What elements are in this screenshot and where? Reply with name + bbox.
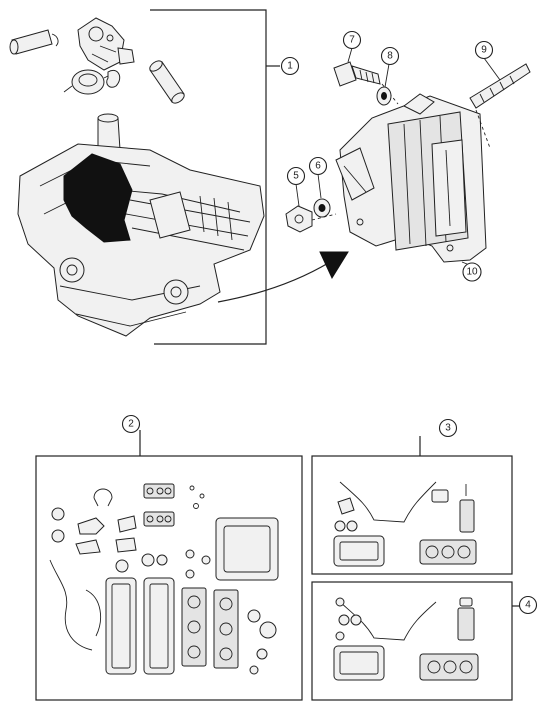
callout-9: 9 <box>474 40 501 81</box>
gasket-set-full <box>35 430 303 701</box>
engine-block <box>17 113 265 337</box>
callout-4: 4 <box>518 595 538 615</box>
callout-8: 8 <box>380 46 400 88</box>
vacuum-unit <box>63 69 121 95</box>
callout-3: 3 <box>438 418 458 438</box>
washer-small <box>376 86 392 106</box>
svg-text:7: 7 <box>349 35 355 46</box>
svg-text:4: 4 <box>525 600 531 611</box>
svg-text:8: 8 <box>387 51 393 62</box>
svg-text:5: 5 <box>293 171 299 182</box>
thermostat-housing <box>77 17 135 71</box>
gasket-set-bottom <box>311 581 522 701</box>
small-hose <box>149 60 185 104</box>
svg-text:6: 6 <box>315 161 321 172</box>
gasket-set-top <box>311 436 513 575</box>
callout-1: 1 <box>280 56 300 76</box>
callout-7: 7 <box>342 30 362 63</box>
svg-text:9: 9 <box>481 45 487 56</box>
engine-assembly <box>9 17 265 337</box>
callout-10: 10 <box>461 261 482 282</box>
detail-arrow <box>217 251 349 303</box>
coolant-hose <box>9 29 59 55</box>
svg-text:1: 1 <box>287 61 293 72</box>
stud <box>469 63 531 149</box>
mounting-bracket <box>335 93 487 263</box>
svg-text:3: 3 <box>445 423 451 434</box>
svg-text:10: 10 <box>466 267 478 278</box>
callout-6: 6 <box>308 156 328 199</box>
callout-2: 2 <box>121 414 141 434</box>
callout-5: 5 <box>286 166 306 207</box>
callout-1-leader <box>150 9 267 345</box>
svg-text:2: 2 <box>128 419 134 430</box>
washer-large <box>313 198 331 218</box>
